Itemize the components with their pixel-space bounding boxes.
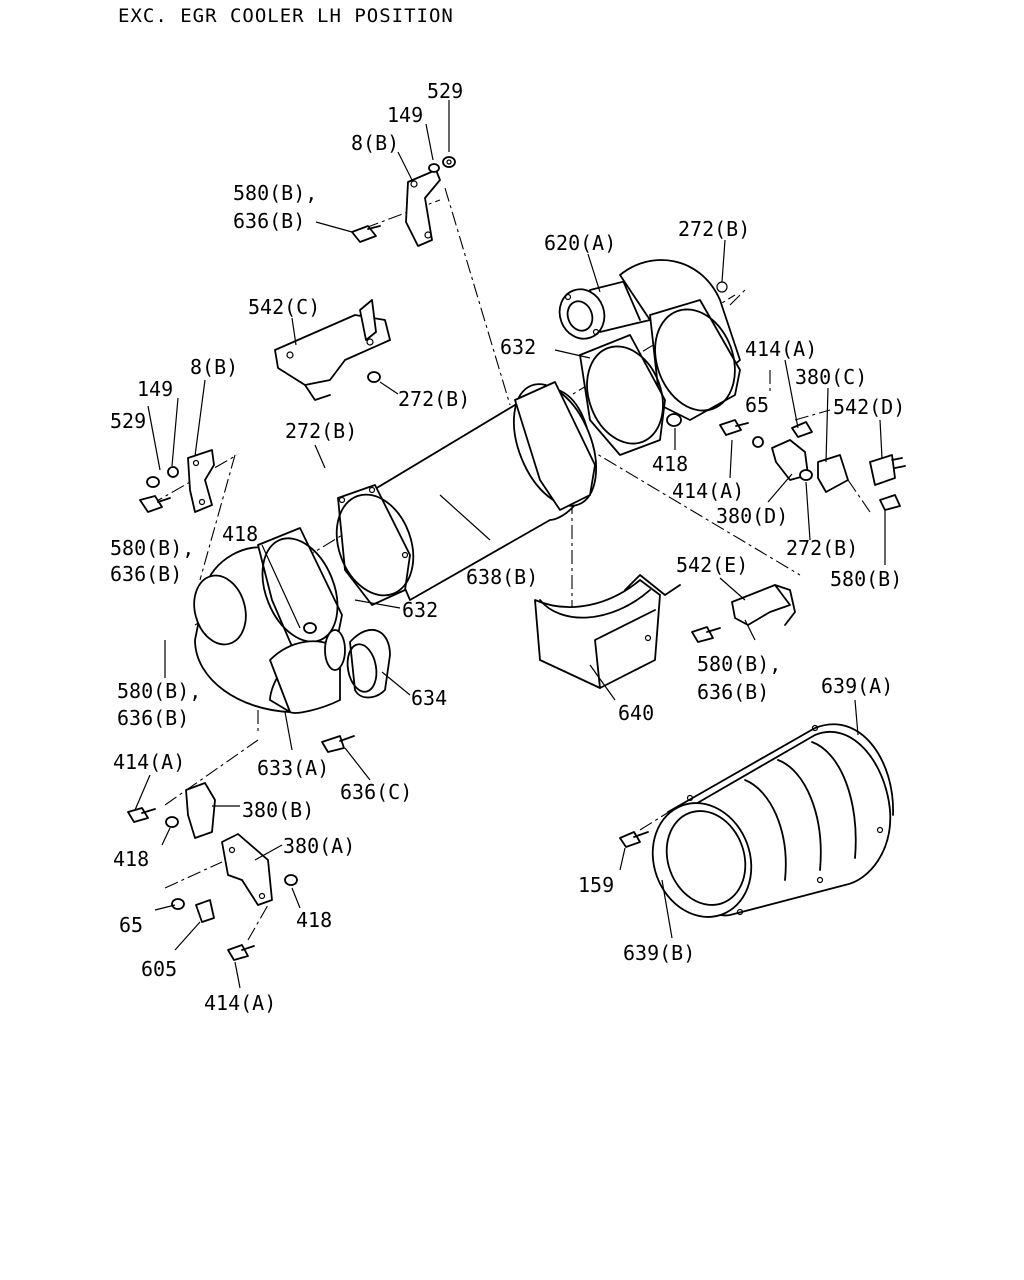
bottom-left-brackets bbox=[127, 782, 298, 961]
label-634: 634 bbox=[411, 686, 447, 710]
label-605: 605 bbox=[141, 957, 177, 981]
label-636b: 636(B) bbox=[110, 562, 182, 586]
label-380c: 380(C) bbox=[795, 365, 867, 389]
label-529: 529 bbox=[110, 409, 146, 433]
label-636b: 636(B) bbox=[117, 706, 189, 730]
part-labels: 529 149 8(B) 580(B), 636(B) 620(A) 272(B… bbox=[110, 79, 905, 1015]
label-418: 418 bbox=[113, 847, 149, 871]
label-580b: 580(B) bbox=[830, 567, 902, 591]
label-580b: 580(B), bbox=[110, 536, 194, 560]
label-542d: 542(D) bbox=[833, 395, 905, 419]
label-640: 640 bbox=[618, 701, 654, 725]
label-418: 418 bbox=[222, 522, 258, 546]
label-633a: 633(A) bbox=[257, 756, 329, 780]
label-65: 65 bbox=[745, 393, 769, 417]
label-414a: 414(A) bbox=[672, 479, 744, 503]
label-580b: 580(B), bbox=[117, 679, 201, 703]
flange-gasket-right bbox=[579, 281, 741, 456]
muffler-body-638b bbox=[335, 381, 597, 606]
label-272b: 272(B) bbox=[285, 419, 357, 443]
label-65: 65 bbox=[119, 913, 143, 937]
label-414a: 414(A) bbox=[113, 750, 185, 774]
label-418: 418 bbox=[296, 908, 332, 932]
label-529: 529 bbox=[427, 79, 463, 103]
bracket-542c bbox=[274, 299, 391, 401]
label-580b: 580(B), bbox=[697, 652, 781, 676]
leader-lines bbox=[134, 100, 886, 989]
label-638b: 638(B) bbox=[466, 565, 538, 589]
label-414a: 414(A) bbox=[745, 337, 817, 361]
bracket-8b-top bbox=[351, 156, 456, 247]
label-639a: 639(A) bbox=[821, 674, 893, 698]
label-542c: 542(C) bbox=[248, 295, 320, 319]
label-149: 149 bbox=[137, 377, 173, 401]
label-380b: 380(B) bbox=[242, 798, 314, 822]
label-272b: 272(B) bbox=[398, 387, 470, 411]
label-636b: 636(B) bbox=[697, 680, 769, 704]
heat-cover-639 bbox=[619, 723, 894, 918]
label-418: 418 bbox=[652, 452, 688, 476]
label-636b: 636(B) bbox=[233, 209, 305, 233]
label-580b: 580(B), bbox=[233, 181, 317, 205]
bracket-8b-left bbox=[139, 449, 215, 513]
label-636c: 636(C) bbox=[340, 780, 412, 804]
bracket-542e bbox=[691, 584, 796, 643]
label-380a: 380(A) bbox=[283, 834, 355, 858]
label-620a: 620(A) bbox=[544, 231, 616, 255]
outlet-flange-634 bbox=[321, 629, 391, 753]
label-380d: 380(D) bbox=[716, 504, 788, 528]
label-632: 632 bbox=[402, 598, 438, 622]
label-272b: 272(B) bbox=[678, 217, 750, 241]
label-632: 632 bbox=[500, 335, 536, 359]
label-414a: 414(A) bbox=[204, 991, 276, 1015]
label-159: 159 bbox=[578, 873, 614, 897]
heat-shield-640 bbox=[534, 574, 681, 689]
label-149: 149 bbox=[387, 103, 423, 127]
label-8b: 8(B) bbox=[351, 131, 399, 155]
label-639b: 639(B) bbox=[623, 941, 695, 965]
diagram-title: EXC. EGR COOLER LH POSITION bbox=[118, 5, 454, 27]
label-8b: 8(B) bbox=[190, 355, 238, 379]
label-272b: 272(B) bbox=[786, 536, 858, 560]
right-brackets bbox=[719, 419, 906, 511]
label-542e: 542(E) bbox=[676, 553, 748, 577]
end-cap-633a bbox=[193, 527, 343, 714]
